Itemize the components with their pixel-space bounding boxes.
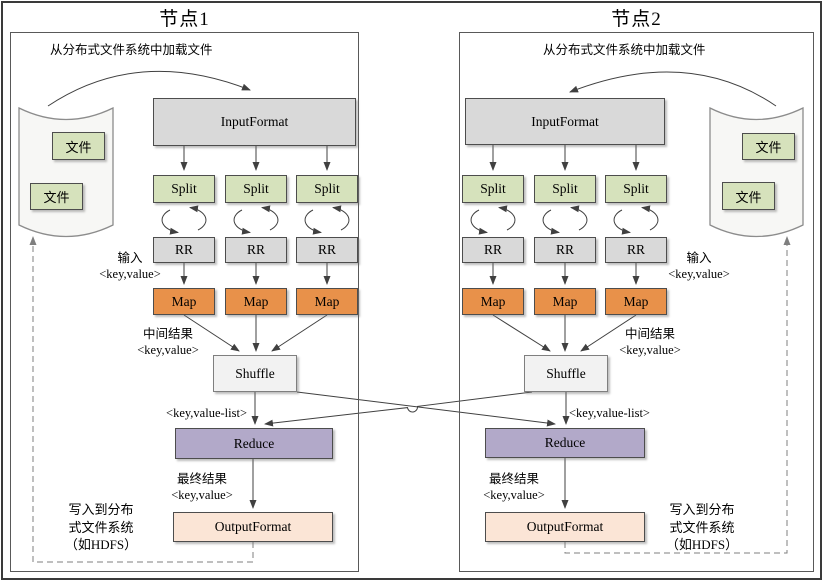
load-label-node2: 从分布式文件系统中加载文件 [543, 43, 706, 57]
rr-box: RR [296, 237, 358, 263]
write-line1: 写入到分布 [68, 502, 134, 517]
reduce-box-node1: Reduce [175, 428, 333, 459]
map-box: Map [534, 288, 596, 315]
shuffle-box-node2: Shuffle [524, 355, 608, 392]
load-arrow-node1 [47, 70, 251, 107]
split-box: Split [462, 175, 524, 203]
split-box: Split [605, 175, 667, 203]
node1-title: 节点1 [159, 9, 210, 30]
split-rr-loop-arrows-node2 [470, 205, 659, 235]
rr-box: RR [605, 237, 667, 263]
write-back-dashed-arrow-node2 [564, 236, 791, 554]
split-box: Split [225, 175, 287, 203]
kv-list-label-node1: <key,value-list> [166, 406, 247, 420]
intermediate-kv: <key,value> [137, 343, 199, 357]
final-label: 最终结果 [176, 472, 227, 486]
final-label: 最终结果 [488, 472, 539, 486]
kv-list-label-node2: <key,value-list> [569, 406, 650, 420]
shuffle2-to-reduce1-arrow [264, 391, 533, 427]
split-box: Split [296, 175, 358, 203]
shuffle-box-node1: Shuffle [213, 355, 297, 392]
final-kv: <key,value> [483, 488, 545, 502]
cross-shuffle-arrows [264, 391, 556, 427]
write-line2: 式文件系统 [68, 519, 134, 535]
split-box: Split [153, 175, 215, 203]
file-box: 文件 [52, 132, 105, 160]
file-box: 文件 [30, 183, 83, 210]
inputformat-box-node1: InputFormat [153, 98, 356, 146]
load-label-node1: 从分布式文件系统中加载文件 [50, 43, 213, 57]
outputformat-box-node1: OutputFormat [173, 512, 333, 542]
node2-title: 节点2 [611, 9, 662, 30]
node2-connectors [470, 71, 791, 554]
map-box: Map [296, 288, 358, 315]
inputformat-box-node2: InputFormat [465, 98, 665, 145]
final-annotation-node1: 最终结果 <key,value> [157, 471, 247, 503]
file-box: 文件 [742, 133, 795, 160]
rr-box: RR [462, 237, 524, 263]
node1-box [10, 32, 359, 572]
node1-connectors [29, 70, 350, 563]
write-annotation-node1: 写入到分布 式文件系统 （如HDFS） [55, 501, 147, 554]
write-line1: 写入到分布 [669, 502, 735, 517]
outputformat-box-node2: OutputFormat [485, 512, 645, 542]
intermediate-label: 中间结果 [624, 327, 675, 341]
input-label: 输入 [117, 251, 143, 265]
input-kv: <key,value> [99, 267, 161, 281]
write-back-dashed-arrow-node1 [29, 236, 254, 563]
split-rr-loop-arrows-node1 [161, 205, 350, 235]
rr-box: RR [534, 237, 596, 263]
map-box: Map [462, 288, 524, 315]
write-annotation-node2: 写入到分布 式文件系统 （如HDFS） [656, 501, 748, 554]
map-box: Map [153, 288, 215, 315]
final-annotation-node2: 最终结果 <key,value> [469, 471, 559, 503]
input-annotation-node1: 输入 <key,value> [85, 250, 175, 282]
input-label: 输入 [686, 251, 712, 265]
intermediate-kv: <key,value> [619, 343, 681, 357]
reduce-box-node2: Reduce [485, 428, 645, 458]
final-kv: <key,value> [171, 488, 233, 502]
write-line2: 式文件系统 [669, 519, 735, 535]
rr-box: RR [153, 237, 215, 263]
write-line3: （如HDFS） [64, 537, 138, 552]
intermediate-annotation-node1: 中间结果 <key,value> [123, 326, 213, 358]
input-kv: <key,value> [668, 267, 730, 281]
rr-box: RR [225, 237, 287, 263]
node2-box [459, 32, 814, 572]
load-arrow-node2 [569, 71, 777, 107]
map-box: Map [605, 288, 667, 315]
input-annotation-node2: 输入 <key,value> [654, 250, 744, 282]
split-box: Split [534, 175, 596, 203]
file-box: 文件 [722, 182, 775, 210]
shuffle1-to-reduce2-arrow [296, 391, 556, 427]
map-box: Map [225, 288, 287, 315]
write-line3: （如HDFS） [665, 537, 739, 552]
intermediate-annotation-node2: 中间结果 <key,value> [605, 326, 695, 358]
intermediate-label: 中间结果 [142, 327, 193, 341]
